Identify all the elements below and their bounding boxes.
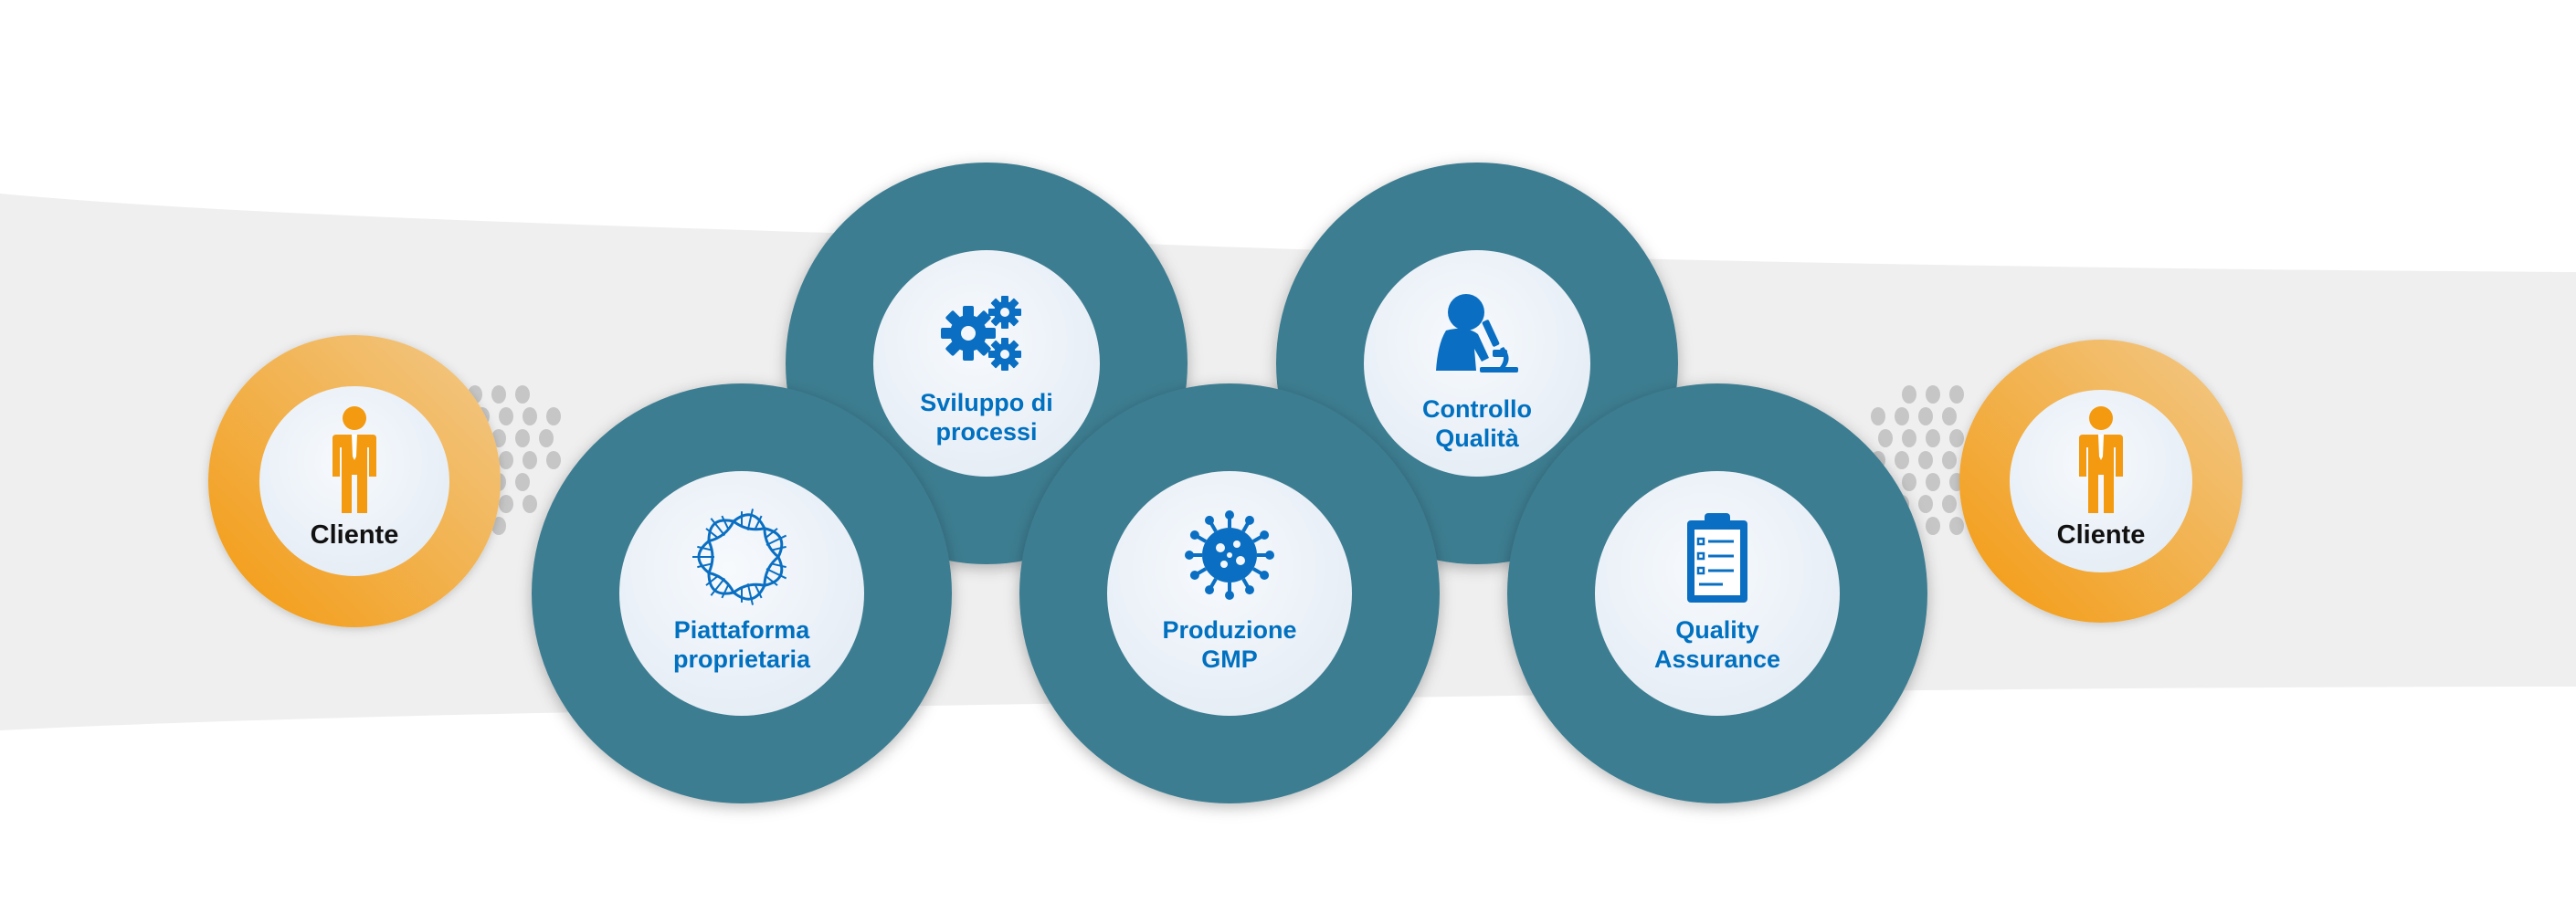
- step-label-piattaforma: Piattaforma proprietaria: [641, 615, 842, 674]
- step-label-line: Quality: [1675, 616, 1759, 644]
- person-icon: [2079, 406, 2123, 513]
- step-node-produzione: [1019, 383, 1440, 803]
- step-label-sviluppo: Sviluppo di processi: [886, 388, 1087, 446]
- client-left-node: [208, 335, 501, 627]
- step-node-quality: [1507, 383, 1927, 803]
- dna-ring-icon: [692, 509, 787, 605]
- step-label-produzione: Produzione GMP: [1129, 615, 1330, 674]
- step-label-controllo: Controllo Qualità: [1377, 394, 1578, 453]
- scientist-microscope-icon: [1436, 294, 1518, 373]
- client-right-node: [1959, 340, 2243, 623]
- virus-icon: [1185, 510, 1274, 600]
- client-right-label: Cliente: [2056, 520, 2146, 550]
- step-label-line: Piattaforma: [673, 616, 810, 644]
- step-label-line: Produzione: [1162, 616, 1297, 644]
- clipboard-checklist-icon: [1687, 513, 1747, 603]
- step-label-line: Qualità: [1435, 425, 1519, 452]
- step-label-line: Assurance: [1653, 645, 1781, 673]
- step-label-line: Controllo: [1422, 395, 1532, 423]
- step-label-line: proprietaria: [672, 645, 811, 673]
- step-node-piattaforma: [532, 383, 952, 803]
- step-label-quality: Quality Assurance: [1617, 615, 1818, 674]
- person-icon: [333, 406, 376, 513]
- step-label-line: GMP: [1201, 645, 1258, 673]
- client-left-label: Cliente: [310, 520, 399, 550]
- step-label-line: processi: [935, 418, 1038, 446]
- gears-icon: [941, 296, 1021, 371]
- step-label-line: Sviluppo di: [920, 389, 1053, 416]
